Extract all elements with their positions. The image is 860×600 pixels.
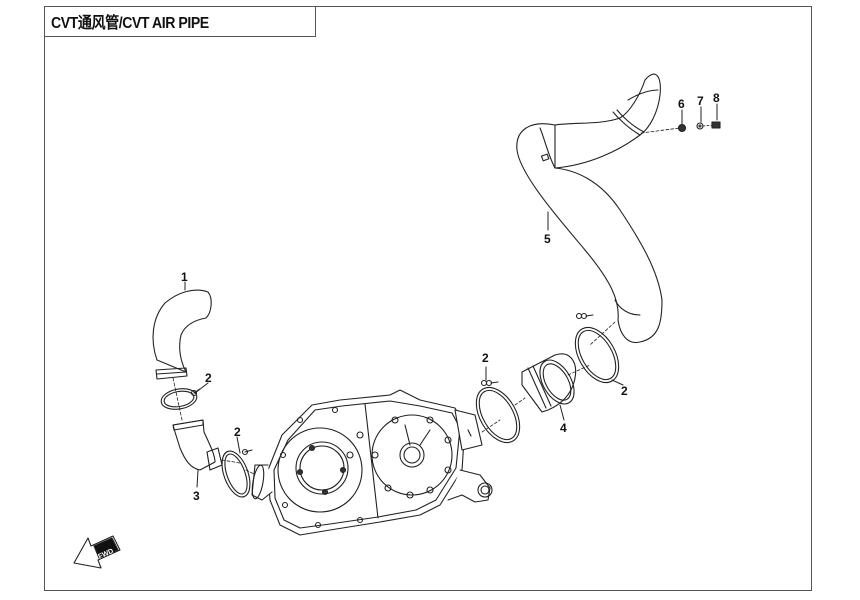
- diagram-title: CVT通风管/CVT AIR PIPE: [51, 15, 209, 32]
- callout-2-lower-left: 2: [234, 425, 241, 439]
- part-7-washer: [696, 122, 704, 130]
- callout-7: 7: [697, 94, 704, 108]
- callout-2-middle: 2: [482, 351, 489, 365]
- part-5-air-pipe: [516, 73, 681, 346]
- callout-5: 5: [544, 232, 551, 246]
- leader-lines: [184, 103, 718, 488]
- callout-1: 1: [181, 270, 188, 284]
- callout-2-right: 2: [621, 384, 628, 398]
- callout-6: 6: [678, 97, 685, 111]
- part-2-clamp-right: [574, 312, 620, 384]
- diagram-frame: [44, 6, 812, 591]
- callout-8: 8: [713, 91, 720, 105]
- part-4-connector: [521, 353, 591, 413]
- part-6-nut: [677, 123, 687, 133]
- callout-2-upper-left: 2: [205, 371, 212, 385]
- fwd-arrow-icon: [73, 535, 121, 569]
- part-3-intake-elbow: [172, 419, 241, 471]
- title-box: [44, 6, 316, 37]
- part-1-intake-duct: [152, 289, 212, 421]
- part-8-bolt: [702, 121, 721, 129]
- cvt-cover-housing: [251, 389, 501, 536]
- callout-4: 4: [560, 421, 567, 435]
- part-2-clamp-middle: [475, 379, 526, 444]
- callout-3: 3: [193, 489, 200, 503]
